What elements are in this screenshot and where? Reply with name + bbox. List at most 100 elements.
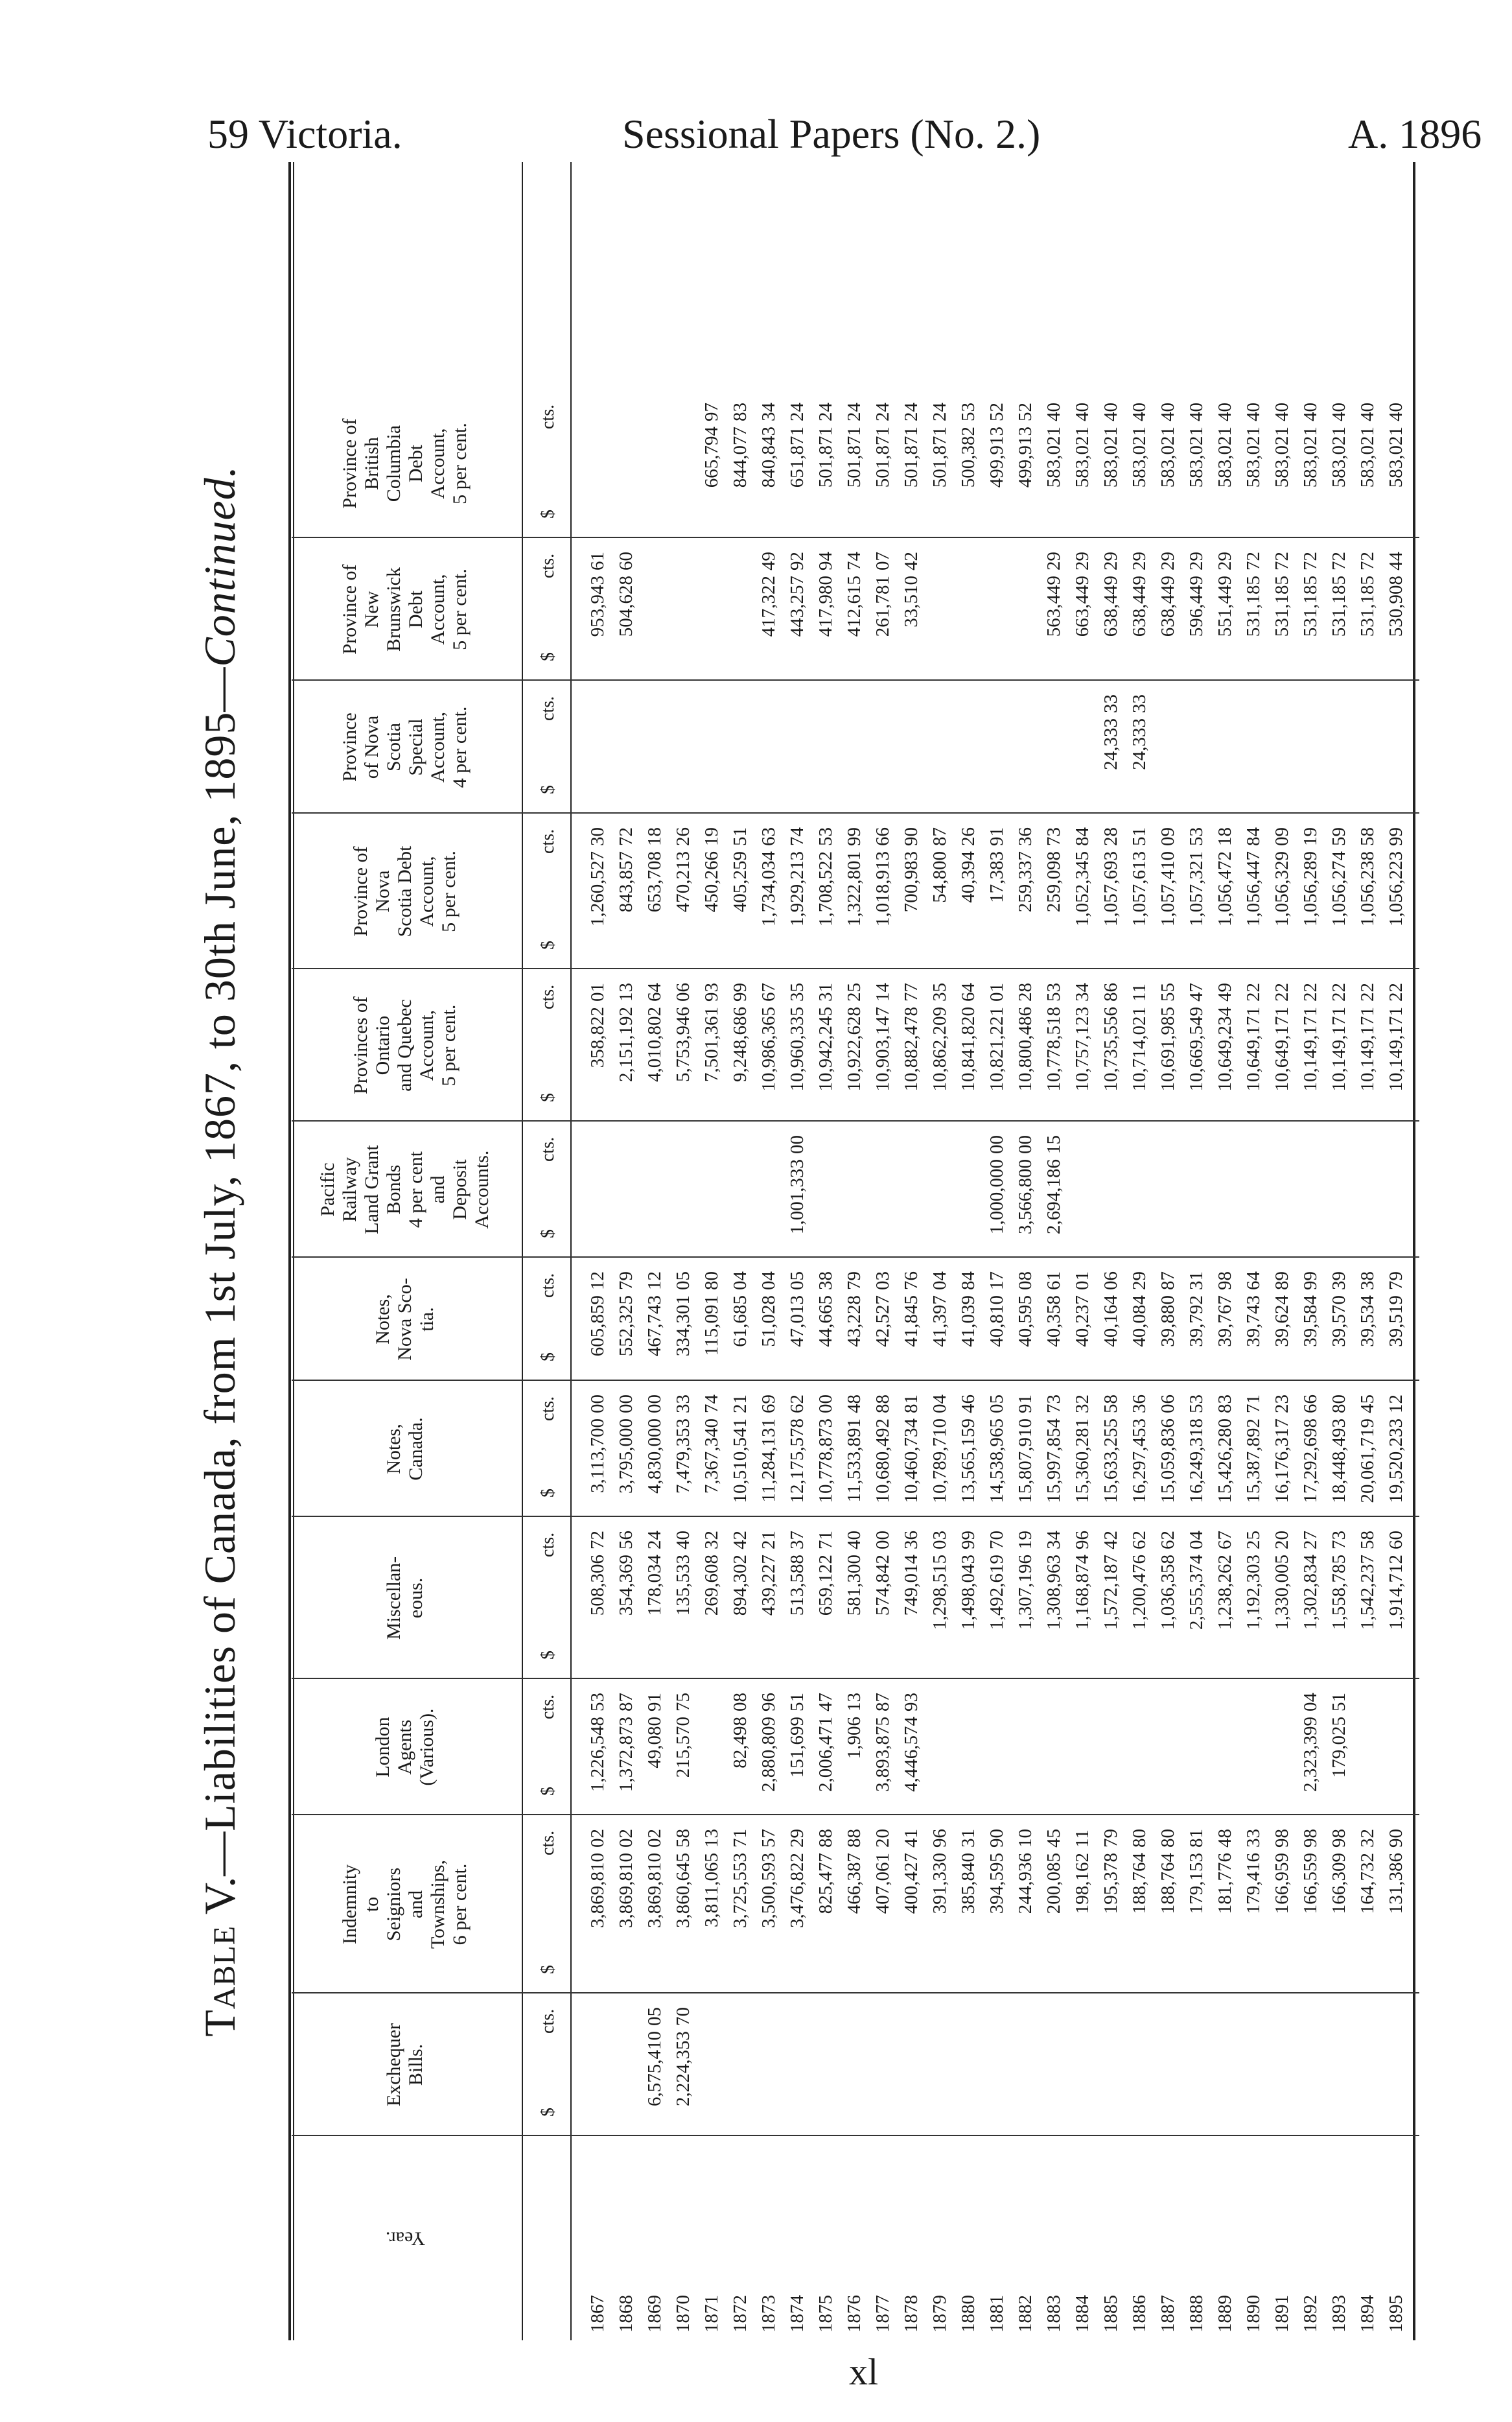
cell-notes-nova-scotia-dollars: 39,624 <box>1272 1295 1292 1347</box>
cell-notes-canada-dollars: 10,680,492 <box>872 1418 893 1503</box>
cell-miscellaneous-cents: 36 <box>901 1531 922 1549</box>
cell-nova-scotia-debt-dollars: 1,057,613 <box>1129 851 1150 926</box>
cell-miscellaneous-cents: 40 <box>673 1531 693 1549</box>
cell-year: 1892 <box>1300 2295 1321 2333</box>
cell-british-columbia-dollars: 583,021 <box>1386 427 1406 488</box>
cell-notes-canada-dollars: 3,113,700 <box>587 1418 608 1493</box>
cell-ontario-quebec-cents: 22 <box>1300 983 1321 1002</box>
cell-ontario-quebec-cents: 99 <box>730 983 750 1002</box>
cell-indemnity-dollars: 3,869,810 <box>644 1853 665 1928</box>
cell-nova-scotia-debt-dollars: 1,057,693 <box>1100 851 1121 926</box>
cell-year: 1885 <box>1100 2295 1121 2333</box>
cell-british-columbia-dollars: 583,021 <box>1157 427 1178 488</box>
cell-new-brunswick-cents: 72 <box>1243 552 1264 570</box>
cell-british-columbia-dollars: 501,871 <box>815 427 836 488</box>
cell-notes-nova-scotia-cents: 76 <box>901 1271 922 1290</box>
cell-new-brunswick-cents: 29 <box>1215 552 1235 570</box>
cell-notes-nova-scotia-cents: 80 <box>701 1271 722 1290</box>
cell-indemnity-dollars: 195,378 <box>1100 1853 1121 1914</box>
cell-ontario-quebec-dollars: 10,903,147 <box>872 1007 893 1092</box>
cell-new-brunswick-cents: 29 <box>1129 552 1150 570</box>
cell-british-columbia-dollars: 499,913 <box>986 427 1007 488</box>
cell-british-columbia-cents: 40 <box>1357 403 1378 421</box>
cell-british-columbia-dollars: 583,021 <box>1215 427 1235 488</box>
cell-notes-nova-scotia-cents: 12 <box>644 1271 665 1290</box>
cell-ontario-quebec-dollars: 10,922,628 <box>844 1007 865 1092</box>
cell-british-columbia-cents: 24 <box>929 403 950 421</box>
cell-indemnity-cents: 32 <box>1357 1829 1378 1848</box>
cell-notes-canada-dollars: 15,059,836 <box>1157 1418 1178 1503</box>
cell-notes-canada-cents: 00 <box>616 1394 636 1413</box>
cell-miscellaneous-cents: 25 <box>1243 1531 1264 1549</box>
cell-new-brunswick-cents: 72 <box>1300 552 1321 570</box>
cell-london-agents-cents: 08 <box>730 1693 750 1711</box>
table-rule <box>522 162 523 2340</box>
cell-nova-scotia-debt-cents: 53 <box>815 827 836 846</box>
cell-miscellaneous-cents: 67 <box>1215 1531 1235 1549</box>
cell-notes-canada-cents: 58 <box>1100 1394 1121 1413</box>
cell-ontario-quebec-cents: 31 <box>815 983 836 1002</box>
cell-miscellaneous-dollars: 1,307,196 <box>1015 1555 1036 1630</box>
cell-notes-nova-scotia-dollars: 40,237 <box>1072 1295 1093 1347</box>
cell-new-brunswick-cents: 60 <box>616 552 636 570</box>
cell-indemnity-cents: 57 <box>758 1829 779 1848</box>
cell-indemnity-dollars: 166,559 <box>1300 1853 1321 1914</box>
cell-indemnity-cents: 58 <box>673 1829 693 1848</box>
cell-indemnity-cents: 41 <box>901 1829 922 1848</box>
cell-indemnity-cents: 11 <box>1072 1829 1093 1848</box>
cell-new-brunswick-dollars: 953,943 <box>587 576 608 637</box>
cell-notes-canada-cents: 69 <box>758 1394 779 1413</box>
cell-new-brunswick-cents: 29 <box>1186 552 1207 570</box>
cell-nova-scotia-debt-dollars: 259,098 <box>1043 851 1064 913</box>
cell-notes-canada-dollars: 19,520,233 <box>1386 1418 1406 1503</box>
cell-british-columbia-dollars: 583,021 <box>1243 427 1264 488</box>
cell-notes-canada-dollars: 15,387,892 <box>1243 1418 1264 1503</box>
cell-miscellaneous-cents: 04 <box>1186 1531 1207 1549</box>
cell-indemnity-dollars: 3,476,822 <box>787 1853 808 1928</box>
cell-london-agents-dollars: 1,372,873 <box>616 1717 636 1792</box>
cell-ontario-quebec-dollars: 9,248,686 <box>730 1007 750 1082</box>
cell-ontario-quebec-cents: 47 <box>1186 983 1207 1002</box>
cell-notes-canada-cents: 06 <box>1157 1394 1178 1413</box>
cell-ontario-quebec-cents: 11 <box>1129 983 1150 1002</box>
cell-british-columbia-cents: 53 <box>958 403 979 421</box>
cell-nova-scotia-debt-cents: 26 <box>673 827 693 846</box>
cell-new-brunswick-cents: 42 <box>901 552 922 570</box>
cell-indemnity-dollars: 3,869,810 <box>616 1853 636 1928</box>
cell-notes-canada-cents: 32 <box>1072 1394 1093 1413</box>
cell-nova-scotia-special-cents: 33 <box>1100 694 1121 713</box>
cell-miscellaneous-cents: 62 <box>1157 1531 1178 1549</box>
cell-london-agents-dollars: 2,006,471 <box>815 1717 836 1792</box>
cell-london-agents-dollars: 151,699 <box>787 1717 808 1778</box>
cell-nova-scotia-special-dollars: 24,333 <box>1100 718 1121 770</box>
cell-year: 1890 <box>1243 2295 1264 2333</box>
cell-british-columbia-cents: 52 <box>1015 403 1036 421</box>
cell-nova-scotia-special-dollars: 24,333 <box>1129 718 1150 770</box>
cell-ontario-quebec-cents: 93 <box>701 983 722 1002</box>
cell-miscellaneous-cents: 00 <box>872 1531 893 1549</box>
cell-nova-scotia-debt-cents: 18 <box>644 827 665 846</box>
cell-miscellaneous-dollars: 135,533 <box>673 1555 693 1616</box>
cell-british-columbia-dollars: 583,021 <box>1100 427 1121 488</box>
cell-indemnity-cents: 80 <box>1129 1829 1150 1848</box>
cell-year: 1879 <box>929 2295 950 2333</box>
cell-miscellaneous-cents: 40 <box>844 1531 865 1549</box>
cell-notes-canada-cents: 00 <box>587 1394 608 1413</box>
cell-british-columbia-cents: 40 <box>1329 403 1349 421</box>
cell-miscellaneous-dollars: 1,238,262 <box>1215 1555 1235 1630</box>
cell-notes-canada-dollars: 15,360,281 <box>1072 1418 1093 1503</box>
cell-pacific-railway-cents: 00 <box>986 1135 1007 1154</box>
cell-nova-scotia-debt-dollars: 1,056,238 <box>1357 851 1378 926</box>
cell-notes-canada-dollars: 20,061,719 <box>1357 1418 1378 1503</box>
cell-notes-canada-dollars: 10,510,541 <box>730 1418 750 1503</box>
cell-notes-canada-dollars: 7,479,353 <box>673 1418 693 1494</box>
cell-london-agents-cents: 47 <box>815 1693 836 1711</box>
liabilities-table: Table V.—Liabilities of Canada, from 1st… <box>194 162 1419 2340</box>
